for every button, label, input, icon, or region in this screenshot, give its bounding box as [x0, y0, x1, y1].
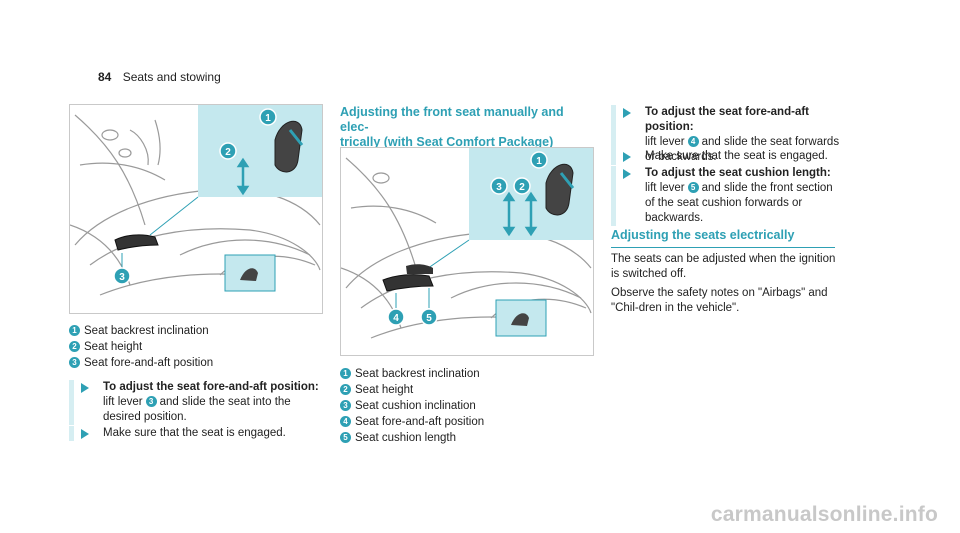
callout-4-fig2	[387, 308, 405, 326]
paragraph-ignition: The seats can be adjusted when the ignit…	[611, 253, 836, 280]
callout-5-label: 5	[426, 313, 432, 324]
seat-figure-manual: 1 2 3	[69, 104, 323, 314]
seat-illustration-1: 1 2 3	[70, 105, 322, 296]
electric-section-text: The seats can be adjusted when the ignit…	[611, 252, 841, 320]
callout-3-fig2	[490, 177, 508, 195]
seat-illustration-2: 1 2 3 4 5	[341, 148, 593, 339]
callout-5-fig2	[420, 308, 438, 326]
step-seat-engaged-col3: Make sure that the seat is engaged.	[611, 149, 843, 164]
section-name: Seats and stowing	[122, 70, 221, 84]
inset-box-2	[495, 299, 547, 337]
callout-1-fig1	[259, 108, 277, 126]
page-header: 84 Seats and stowing	[98, 70, 221, 84]
callout-2-label: 2	[519, 182, 525, 193]
step-arrow-icon	[623, 108, 631, 118]
callout-2-fig2	[513, 177, 531, 195]
callout-4-label: 4	[393, 313, 399, 324]
callout-3-label: 3	[496, 182, 502, 193]
watermark: carmanualsonline.info	[710, 503, 938, 526]
step-adjust-fore-aft-col1: To adjust the seat fore-and-aft position…	[69, 380, 321, 425]
callout-2-label: 2	[225, 147, 231, 158]
step-arrow-icon	[623, 152, 631, 162]
callout-1-fig2	[530, 151, 548, 169]
step-arrow-icon	[81, 383, 89, 393]
step-arrow-icon	[81, 429, 89, 439]
callout-2-fig1	[219, 142, 237, 160]
callout-1-label: 1	[265, 113, 271, 124]
section-title-electric: Adjusting the seats electrically	[611, 228, 835, 248]
page-number: 84	[98, 70, 112, 84]
callout-3-fig1	[113, 267, 131, 285]
step-arrow-icon	[623, 169, 631, 179]
callout-3-label: 3	[119, 272, 125, 283]
seat-figure-comfort: 1 2 3 4 5	[340, 147, 594, 356]
step-adjust-cushion-length: To adjust the seat cushion length: lift …	[611, 166, 843, 226]
callout-1-label: 1	[536, 156, 542, 167]
paragraph-safety-notes: Observe the safety notes on "Airbags" an…	[611, 287, 828, 314]
step-seat-engaged-col1: Make sure that the seat is engaged.	[69, 426, 321, 441]
step-adjust-fore-aft-col3: To adjust the seat fore-and-aft position…	[611, 105, 843, 165]
